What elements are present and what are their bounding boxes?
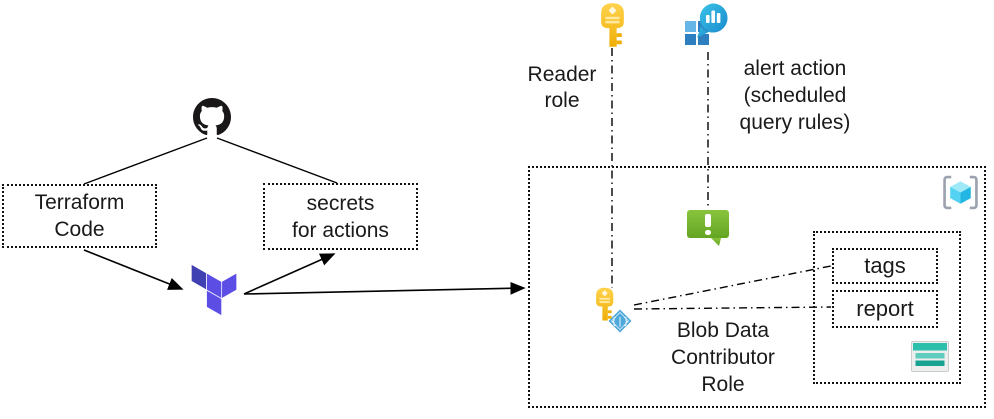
azure-boundary-box xyxy=(528,166,986,408)
resource-group-icon xyxy=(943,175,978,210)
report-label: report xyxy=(856,296,914,321)
github-icon xyxy=(193,98,231,136)
managed-identity-icon: {|} xyxy=(596,287,632,333)
key-icon xyxy=(601,3,624,47)
alert-bubble-icon xyxy=(687,210,729,246)
tags-label: tags xyxy=(864,253,906,278)
terraform-code-node: Terraform Code xyxy=(2,184,157,248)
secrets-for-actions-node: secrets for actions xyxy=(263,183,418,250)
tags-node: tags xyxy=(832,248,938,284)
report-node: report xyxy=(832,290,938,328)
terraform-code-label: Terraform Code xyxy=(34,191,125,241)
log-analytics-icon xyxy=(685,3,728,45)
table-storage-icon xyxy=(911,341,949,372)
blob-data-contributor-role-label: Blob Data Contributor Role xyxy=(671,319,775,396)
terraform-icon xyxy=(191,264,237,316)
storage-group-box xyxy=(813,231,961,384)
alert-action-label: alert action (scheduled query rules) xyxy=(739,57,851,134)
svg-text:{|}: {|} xyxy=(611,317,629,328)
secrets-for-actions-label: secrets for actions xyxy=(292,191,389,242)
reader-role-label: Reader role xyxy=(527,63,597,112)
